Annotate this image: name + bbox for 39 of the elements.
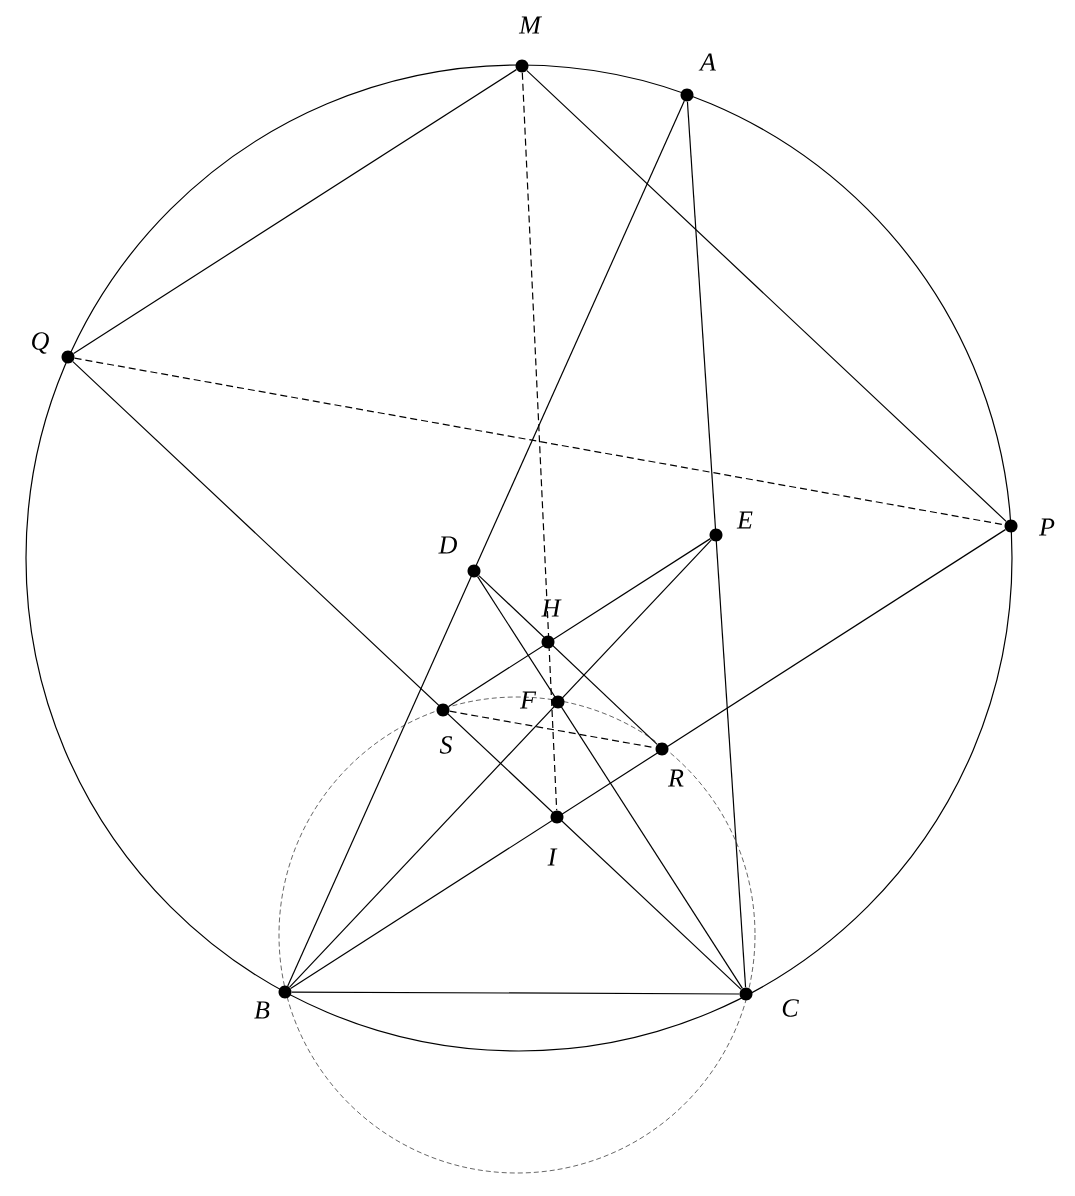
point bbox=[550, 810, 564, 824]
point-label: A bbox=[698, 53, 717, 71]
point bbox=[709, 528, 723, 542]
segment bbox=[290, 529, 1006, 989]
segment bbox=[291, 991, 740, 995]
point-label: S bbox=[439, 736, 453, 754]
dashed-line bbox=[74, 357, 1005, 526]
point bbox=[436, 703, 450, 717]
point-label: D bbox=[438, 536, 457, 554]
segment bbox=[73, 69, 517, 354]
point-label: M bbox=[518, 16, 542, 34]
point bbox=[61, 350, 75, 364]
point bbox=[467, 564, 481, 578]
segment bbox=[477, 576, 743, 989]
point-label: E bbox=[736, 511, 753, 529]
point bbox=[515, 59, 529, 73]
segment bbox=[686, 101, 747, 988]
point-label: F bbox=[519, 691, 537, 709]
segment bbox=[72, 361, 742, 990]
point-label: I bbox=[547, 848, 558, 866]
segment bbox=[287, 100, 685, 987]
segment bbox=[448, 538, 711, 707]
point bbox=[739, 987, 753, 1001]
point bbox=[551, 695, 565, 709]
point bbox=[1004, 519, 1018, 533]
segment bbox=[526, 70, 1007, 522]
point-label: B bbox=[254, 1001, 270, 1019]
point-label: P bbox=[1038, 518, 1055, 536]
point bbox=[541, 635, 555, 649]
point bbox=[680, 88, 694, 102]
point bbox=[655, 742, 669, 756]
point bbox=[278, 985, 292, 999]
segment bbox=[478, 575, 658, 745]
dashed-line bbox=[521, 72, 558, 811]
point-label: H bbox=[541, 599, 562, 617]
segment bbox=[289, 539, 712, 988]
point-label: R bbox=[667, 769, 684, 787]
point-label: C bbox=[782, 999, 799, 1017]
point-label: Q bbox=[32, 332, 49, 354]
